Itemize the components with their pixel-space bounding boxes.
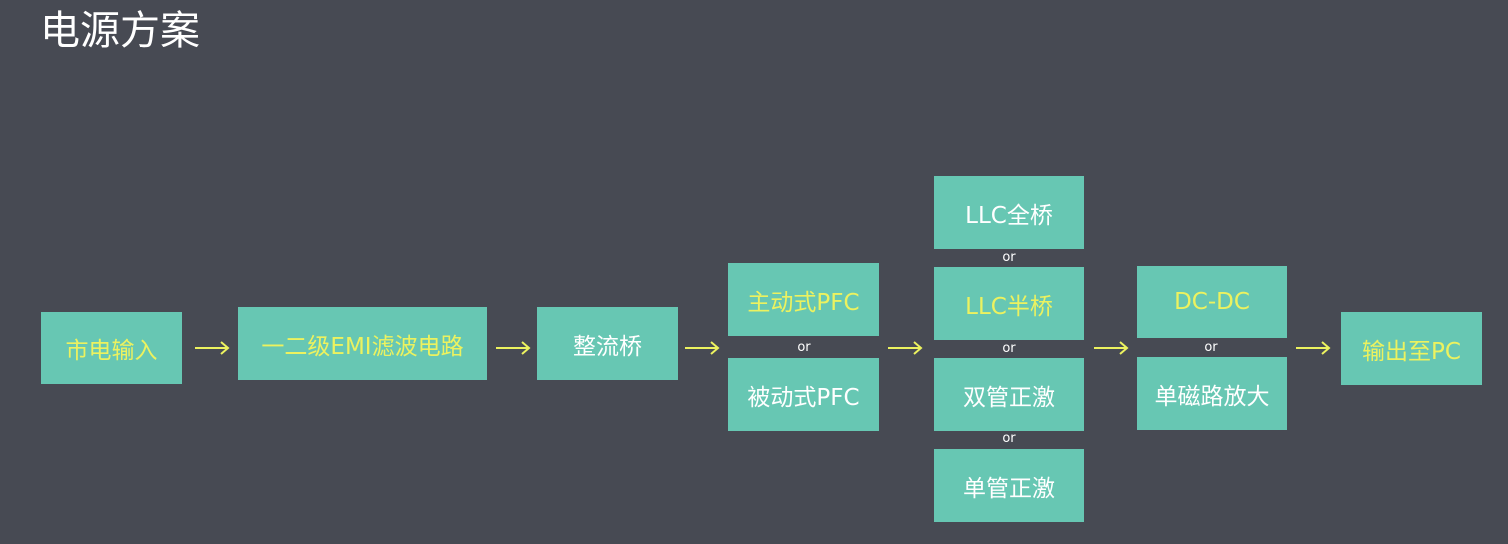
- node-passive-pfc: 被动式PFC: [728, 358, 879, 431]
- node-single-forward: 单管正激: [934, 449, 1084, 522]
- or-separator: or: [797, 340, 811, 355]
- node-llc-full-bridge: LLC全桥: [934, 176, 1084, 249]
- node-dual-forward: 双管正激: [934, 358, 1084, 431]
- or-separator: or: [1002, 431, 1016, 446]
- or-separator: or: [1204, 340, 1218, 355]
- right-arrow-icon: [1296, 341, 1331, 355]
- right-arrow-icon: [888, 341, 923, 355]
- node-output-pc: 输出至PC: [1341, 312, 1482, 385]
- node-llc-half-bridge: LLC半桥: [934, 267, 1084, 340]
- right-arrow-icon: [685, 341, 720, 355]
- right-arrow-icon: [496, 341, 531, 355]
- or-separator: or: [1002, 341, 1016, 356]
- page-title: 电源方案: [40, 8, 200, 54]
- node-mains-input: 市电输入: [41, 312, 182, 384]
- node-rectifier-bridge: 整流桥: [537, 307, 678, 380]
- right-arrow-icon: [1094, 341, 1129, 355]
- node-dc-dc: DC-DC: [1137, 266, 1287, 338]
- node-emi-filter: 一二级EMI滤波电路: [238, 307, 487, 380]
- node-active-pfc: 主动式PFC: [728, 263, 879, 336]
- node-mag-amp: 单磁路放大: [1137, 357, 1287, 430]
- right-arrow-icon: [195, 341, 230, 355]
- or-separator: or: [1002, 250, 1016, 265]
